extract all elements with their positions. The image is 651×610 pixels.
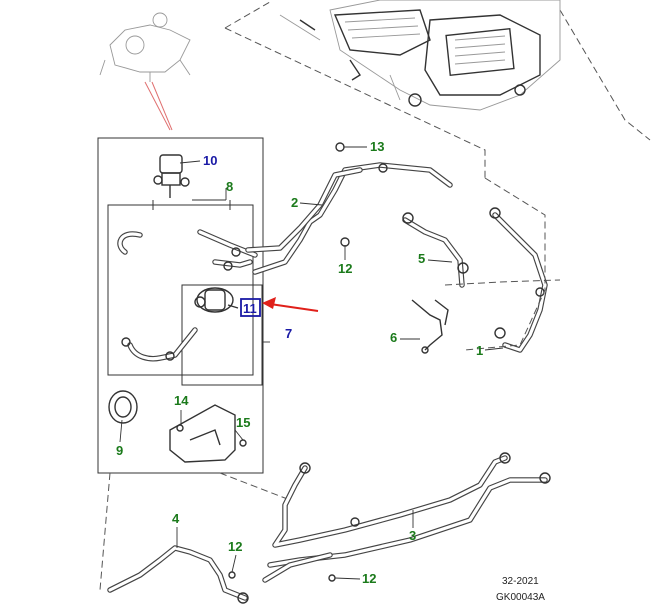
callout-1: 1 [476,343,483,358]
callout-15: 15 [236,415,250,430]
hose-part-1 [489,207,548,353]
callout-7: 7 [285,326,292,341]
bracket-part-9 [108,390,138,424]
callout-8: 8 [226,179,233,194]
pump-thumbnail [99,12,191,131]
callout-2: 2 [291,195,298,210]
callout-12-bottom: 12 [362,571,376,586]
mounting-bracket [169,404,247,463]
footer-figure-id: GK00043A [496,592,545,603]
component-group-frame [97,137,291,591]
callout-6: 6 [390,330,397,345]
callout-leaders [119,146,504,580]
callout-12-bottom-left: 12 [228,539,242,554]
callout-4: 4 [172,511,180,526]
callout-10: 10 [203,153,217,168]
hose-part-2 [245,142,453,275]
valve-part-10 [153,154,190,198]
callout-13: 13 [370,139,384,154]
bracket-part-6 [411,299,449,354]
callout-11: 11 [243,301,257,316]
callout-14: 14 [174,393,189,408]
callout-12-top: 12 [338,261,352,276]
callout-9: 9 [116,443,123,458]
hose-part-3 [262,452,551,583]
pointer-arrow [262,297,319,312]
hvac-unit-illustration [224,0,651,178]
hose-group-8 [117,229,258,271]
callout-5: 5 [418,251,425,266]
highlight-box-part-11 [240,298,261,317]
outline-upper-right [464,177,546,351]
hose-part-5 [402,212,469,288]
hose-part-7 [121,327,198,362]
outline-upper-mid [444,279,561,286]
hose-part-4 [107,545,249,604]
callout-3: 3 [409,528,416,543]
footer-date-code: 32-2021 [502,576,539,587]
electric-pump-part-11 [194,287,239,313]
